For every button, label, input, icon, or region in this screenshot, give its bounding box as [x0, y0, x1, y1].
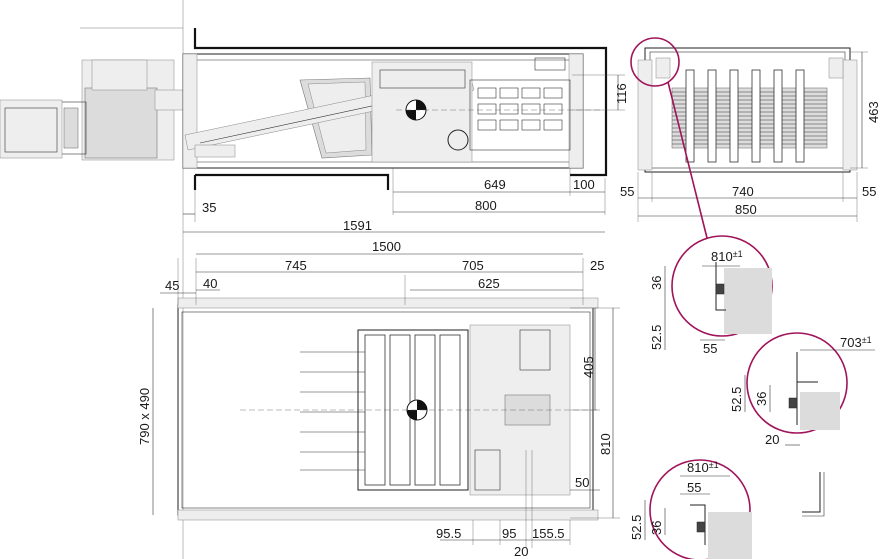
dim-95: 95 [502, 526, 516, 541]
detail-3: 810±1 55 52.5 36 [629, 459, 825, 559]
detail2-703: 703±1 [840, 335, 872, 350]
dim-20-plan: 20 [514, 544, 528, 559]
detail1-810: 810±1 [711, 249, 743, 264]
detail1-36: 36 [649, 276, 664, 290]
detail1-52-5: 52.5 [649, 325, 664, 350]
dim-45: 45 [165, 278, 179, 293]
detail2-20: 20 [765, 432, 779, 447]
dim-1591: 1591 [343, 218, 372, 233]
dim-95-5: 95.5 [436, 526, 461, 541]
dim-649: 649 [484, 177, 506, 192]
dim-625: 625 [478, 276, 500, 291]
dim-40: 40 [203, 276, 217, 291]
detail2-52-5: 52.5 [729, 387, 744, 412]
dim-850: 850 [735, 202, 757, 217]
detail3-55: 55 [687, 480, 701, 495]
dim-810: 810 [598, 433, 613, 455]
dim-100: 100 [573, 177, 595, 192]
detail1-55: 55 [703, 341, 717, 356]
front-view: 463 55 740 55 850 [620, 37, 881, 239]
detail3-36: 36 [649, 521, 664, 535]
dim-800: 800 [475, 198, 497, 213]
dim-405: 405 [581, 356, 596, 378]
dim-25: 25 [590, 258, 604, 273]
dim-740: 740 [732, 184, 754, 199]
side-view: 116 649 100 35 800 1591 [0, 0, 629, 559]
dim-1500: 1500 [372, 239, 401, 254]
dim-50: 50 [575, 475, 589, 490]
detail-2: 703±1 52.5 36 20 [729, 332, 875, 447]
dim-745: 745 [285, 258, 307, 273]
dim-705: 705 [462, 258, 484, 273]
dim-55-right: 55 [862, 184, 876, 199]
detail3-52-5: 52.5 [629, 515, 644, 540]
detail3-810: 810±1 [687, 460, 719, 475]
dim-155-5: 155.5 [532, 526, 565, 541]
dim-55-left: 55 [620, 184, 634, 199]
dim-463: 463 [866, 101, 881, 123]
detail-1: 810±1 36 52.5 55 [649, 235, 773, 356]
plan-view: 1500 45 745 705 25 40 625 790 x 490 405 … [137, 239, 620, 559]
detail2-36: 36 [754, 392, 769, 406]
dim-35: 35 [202, 200, 216, 215]
dim-790x490: 790 x 490 [137, 388, 152, 445]
dim-116: 116 [614, 83, 629, 104]
